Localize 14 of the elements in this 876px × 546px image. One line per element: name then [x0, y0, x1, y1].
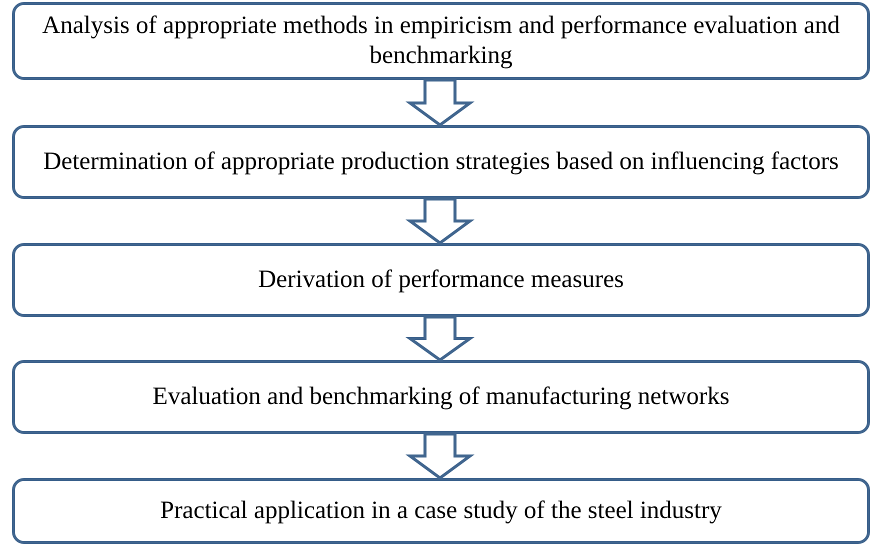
step-text: Determination of appropriate production strategies based on influencing factors	[42, 147, 840, 177]
step-text: Evaluation and benchmarking of manufacturing networks	[152, 382, 730, 412]
process-box	[12, 125, 870, 199]
process-box	[12, 243, 870, 317]
block-arrow	[405, 316, 475, 362]
block-arrow	[405, 78, 475, 127]
process-box	[12, 2, 870, 80]
block-arrow	[405, 198, 475, 245]
block-arrow	[405, 432, 475, 480]
process-box	[12, 360, 870, 434]
process-box	[12, 478, 870, 544]
step-text: Analysis of appropriate methods in empiricism and performance evaluation and benchmarking	[41, 11, 841, 71]
step-text: Practical application in a case study of the steel industry	[159, 496, 723, 526]
step-text: Derivation of performance measures	[257, 265, 625, 295]
